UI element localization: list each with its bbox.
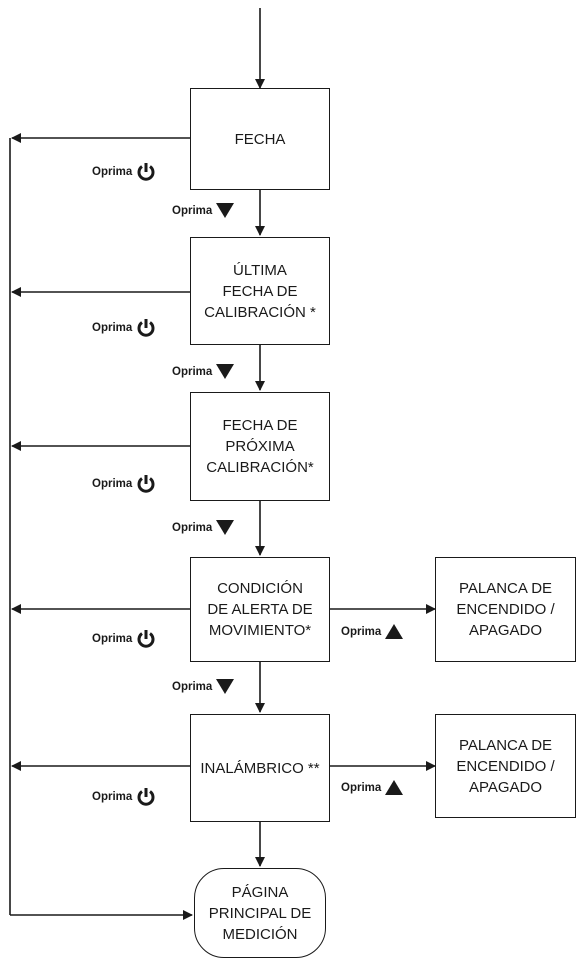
node-fecha-label: FECHA bbox=[234, 130, 286, 148]
down-triangle-icon bbox=[216, 520, 235, 535]
node-proxima-calibracion-label: FECHA DE PRÓXIMA CALIBRACIÓN* bbox=[206, 417, 314, 476]
node-pagina-principal: PÁGINA PRINCIPAL DE MEDICIÓN bbox=[194, 868, 326, 958]
node-pagina-principal-label: PÁGINA PRINCIPAL DE MEDICIÓN bbox=[208, 883, 312, 943]
down-triangle-icon bbox=[216, 679, 235, 694]
press-down-label-4: Oprima bbox=[172, 679, 235, 694]
node-palanca-2-label: PALANCA DE ENCENDIDO / APAGADO bbox=[456, 736, 555, 796]
up-triangle-icon bbox=[385, 780, 404, 795]
press-down-label-2: Oprima bbox=[172, 364, 235, 379]
power-icon bbox=[137, 630, 155, 648]
press-power-label-2: Oprima bbox=[92, 318, 156, 338]
node-ultima-calibracion: ÚLTIMA FECHA DE CALIBRACIÓN * bbox=[190, 237, 330, 345]
node-palanca-2: PALANCA DE ENCENDIDO / APAGADO bbox=[435, 714, 576, 818]
node-condicion-alerta-label: CONDICIÓN DE ALERTA DE MOVIMIENTO* bbox=[207, 580, 313, 639]
node-fecha: FECHA bbox=[190, 88, 330, 190]
down-triangle-icon bbox=[216, 364, 235, 379]
node-inalambrico: INALÁMBRICO ** bbox=[190, 714, 330, 822]
press-down-label-1: Oprima bbox=[172, 203, 235, 218]
node-condicion-alerta: CONDICIÓN DE ALERTA DE MOVIMIENTO* bbox=[190, 557, 330, 662]
node-inalambrico-label: INALÁMBRICO ** bbox=[200, 759, 320, 777]
press-power-label-5: Oprima bbox=[92, 787, 156, 807]
press-up-label-2: Oprima bbox=[341, 780, 404, 795]
power-icon bbox=[137, 163, 155, 181]
down-triangle-icon bbox=[216, 203, 235, 218]
node-palanca-1-label: PALANCA DE ENCENDIDO / APAGADO bbox=[456, 580, 555, 639]
press-power-label-3: Oprima bbox=[92, 474, 156, 494]
power-icon bbox=[137, 788, 155, 806]
power-icon bbox=[137, 475, 155, 493]
node-palanca-1: PALANCA DE ENCENDIDO / APAGADO bbox=[435, 557, 576, 662]
press-power-label-4: Oprima bbox=[92, 629, 156, 649]
power-icon bbox=[137, 319, 155, 337]
press-down-label-3: Oprima bbox=[172, 520, 235, 535]
press-power-label-1: Oprima bbox=[92, 162, 156, 182]
node-ultima-calibracion-label: ÚLTIMA FECHA DE CALIBRACIÓN * bbox=[204, 261, 316, 321]
press-up-label-1: Oprima bbox=[341, 624, 404, 639]
node-proxima-calibracion: FECHA DE PRÓXIMA CALIBRACIÓN* bbox=[190, 392, 330, 501]
up-triangle-icon bbox=[385, 624, 404, 639]
